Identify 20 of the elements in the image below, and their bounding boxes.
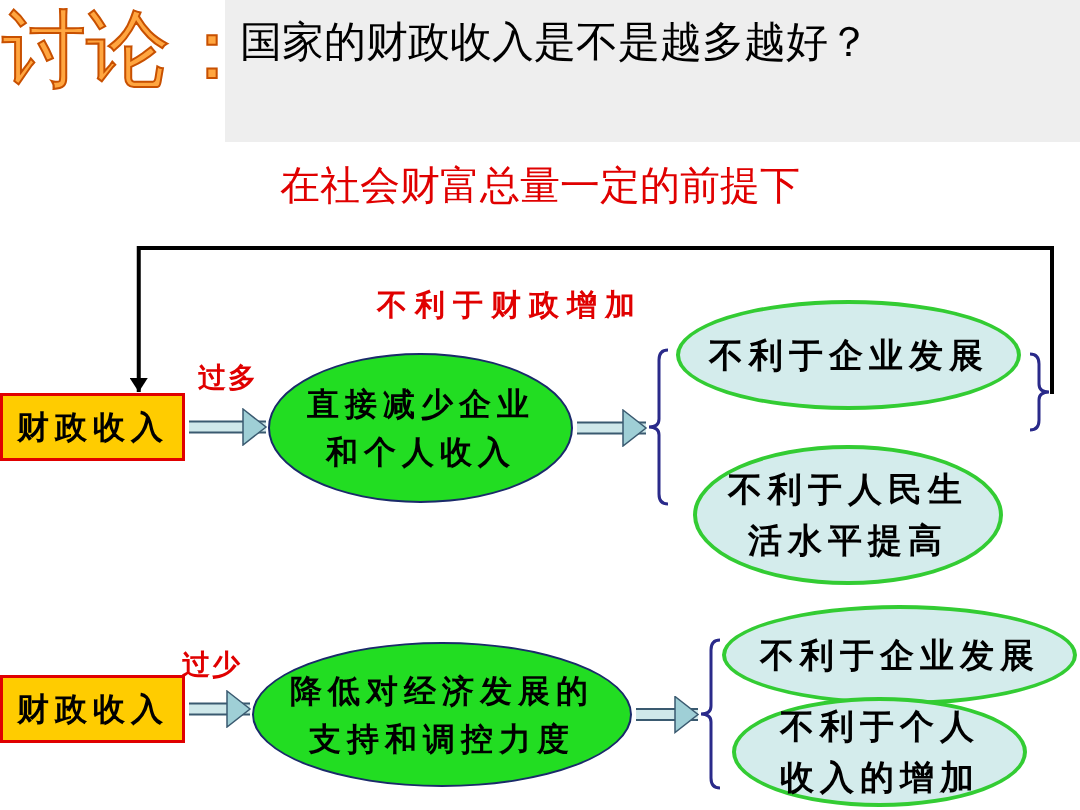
result-ellipse: 不利于个人收入的增加 <box>732 697 1027 807</box>
arrow <box>577 409 647 447</box>
income-box: 财政收入 <box>0 675 185 743</box>
result-ellipse: 不利于人民生活水平提高 <box>693 445 1003 585</box>
premise-text: 在社会财富总量一定的前提下 <box>280 160 800 210</box>
income-box: 财政收入 <box>0 393 185 461</box>
arrow <box>129 246 1054 394</box>
brace <box>648 348 670 506</box>
edge-label: 不利于财政增加 <box>377 285 643 324</box>
arrow <box>636 695 699 734</box>
arrow <box>189 408 267 446</box>
edge-label: 过多 <box>198 360 258 396</box>
effect-ellipse: 降低对经济发展的支持和调控力度 <box>252 642 632 787</box>
edge-label: 过少 <box>182 647 242 683</box>
result-ellipse: 不利于企业发展 <box>722 605 1077 705</box>
brace <box>1028 352 1050 432</box>
brace <box>700 638 722 790</box>
effect-ellipse: 直接减少企业和个人收入 <box>268 353 573 503</box>
arrow <box>189 690 251 728</box>
result-ellipse: 不利于企业发展 <box>676 300 1021 410</box>
